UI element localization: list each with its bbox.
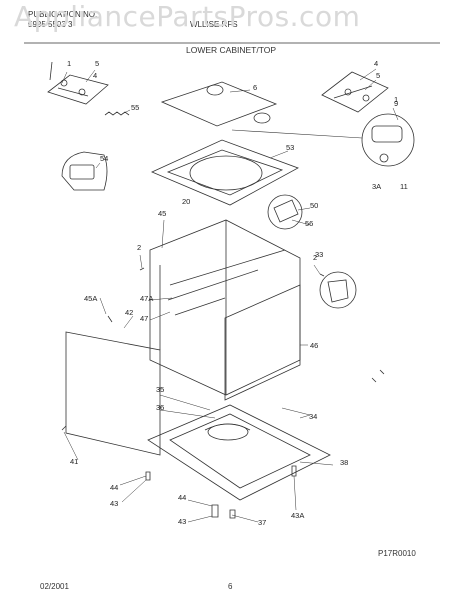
callout-label: 42 [125,308,133,317]
callout-label: 55 [131,103,139,112]
front-panel [65,331,161,456]
clip-detail [267,194,303,230]
bumper-detail [61,151,108,191]
leader-lines [61,68,399,523]
lid-spring [104,111,130,116]
callout-label: 11 [400,182,408,191]
callout-label: 56 [305,219,313,228]
callout-label: 1 [67,59,71,68]
callout-label: 6 [253,83,257,92]
figure-id: P17R0010 [378,549,416,558]
footer-date: 02/2001 [40,582,69,591]
callout-label: 46 [310,341,318,350]
callout-label: 34 [309,412,317,421]
model-text: WLLISE RFS [190,20,238,29]
hinge-detail-right [321,71,389,113]
callout-label: 43 [178,517,186,526]
publication-label: PUBLICATION NO. [28,10,98,19]
callout-label: 4 [93,71,97,80]
cabinet-base [147,404,331,501]
footer-page: 6 [228,582,233,591]
screws [61,267,385,431]
callout-label: 43 [110,499,118,508]
callout-label: 35 [156,385,164,394]
callout-label: 1 [394,95,398,104]
callout-label: 5 [95,59,99,68]
section-title: LOWER CABINET/TOP [186,45,277,55]
callout-label: 47A [140,294,153,303]
callout-label: 5 [376,71,380,80]
lid-switch-detail [231,113,415,167]
lid-panel [160,81,278,127]
callout-label: 20 [182,197,190,206]
callout-label: 50 [310,201,318,210]
callout-label: 47 [140,314,148,323]
callout-label: 54 [100,154,108,163]
callout-label: 38 [340,458,348,467]
callout-label: 45A [84,294,97,303]
callout-label: 2 [313,253,317,262]
callout-label: 41 [70,457,78,466]
callout-label: 44 [110,483,118,492]
publication-number: 5995 5503 3 [28,20,73,29]
callout-label: 44 [178,493,186,502]
bracket-detail [319,271,357,309]
hinge-detail-left [47,61,109,105]
callout-label: 33 [315,250,323,259]
callout-label: 36 [156,403,164,412]
callout-label: 45 [158,209,166,218]
callout-label: 2 [137,243,141,252]
cabinet-top [151,139,299,206]
callout-label: 3A [372,182,381,191]
callout-label: 4 [374,59,378,68]
watermark: AppliancePartsPros.com [14,0,361,33]
callout-label: 37 [258,518,266,527]
callout-label: 9 [394,99,398,108]
callout-label: 53 [286,143,294,152]
callout-label: 43A [291,511,304,520]
side-panel-right [224,284,301,401]
leveling-feet [145,465,297,519]
